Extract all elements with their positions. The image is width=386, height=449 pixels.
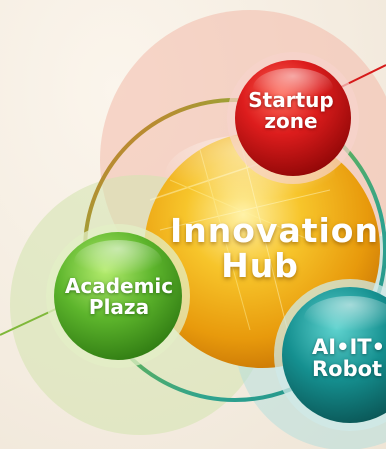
ai-label-line2: Robot — [312, 357, 383, 382]
academic-label-line1: Academic — [64, 274, 174, 298]
ai-it-robot-label: AI•IT• Robot — [312, 336, 386, 380]
ai-shine — [304, 296, 386, 340]
hub-label-line1: Innovation — [170, 211, 379, 250]
academic-shine — [74, 240, 162, 284]
innovation-hub-label: Innovation Hub — [170, 211, 379, 285]
academic-plaza-label: Academic Plaza — [54, 276, 184, 318]
ai-label-line1: AI•IT• — [312, 335, 386, 359]
startup-label-line2: zone — [264, 109, 318, 133]
academic-label-line2: Plaza — [88, 295, 150, 319]
startup-zone-label: Startup zone — [236, 90, 346, 132]
hub-label-line2: Hub — [221, 245, 299, 285]
startup-label-line1: Startup — [248, 88, 334, 112]
startup-shine — [253, 68, 333, 108]
